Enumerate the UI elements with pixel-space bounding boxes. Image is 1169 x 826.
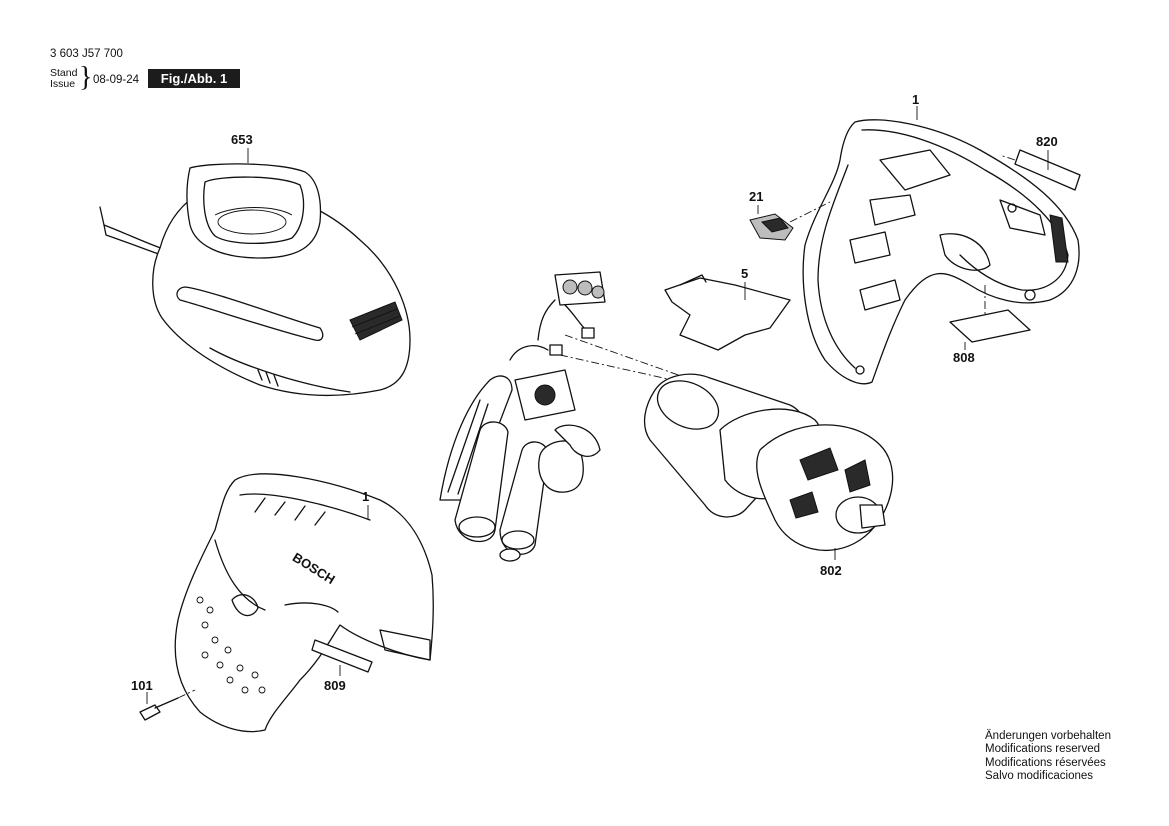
issue-date: 08-09-24 — [93, 74, 140, 86]
stand-issue-labels: Stand Issue — [50, 68, 77, 90]
motor-gear-802 — [643, 373, 894, 560]
charger-653 — [99, 148, 411, 397]
callout-5: 5 — [741, 266, 748, 281]
stand-label: Stand — [50, 67, 78, 79]
callout-808: 808 — [953, 350, 975, 365]
label-820 — [999, 149, 1081, 191]
label-809 — [311, 639, 373, 676]
screw-101 — [139, 689, 196, 721]
housing-shell-left: BOSCH — [174, 473, 434, 733]
figure-badge: Fig./Abb. 1 — [148, 69, 240, 88]
callout-21: 21 — [749, 189, 763, 204]
battery-switch-assembly — [439, 271, 606, 562]
callout-1-left: 1 — [362, 489, 369, 504]
callout-653: 653 — [231, 132, 253, 147]
callout-820: 820 — [1036, 134, 1058, 149]
note-de: Änderungen vorbehalten — [985, 730, 1111, 742]
part-number: 3 603 J57 700 — [50, 48, 123, 60]
callout-809: 809 — [324, 678, 346, 693]
plate-5 — [664, 274, 791, 351]
modification-notes: Änderungen vorbehalten Modifications res… — [985, 730, 1111, 784]
label-808 — [949, 309, 1031, 350]
callout-802: 802 — [820, 563, 842, 578]
issue-label: Issue — [50, 78, 76, 90]
note-en: Modifications reserved — [985, 743, 1101, 756]
callout-101: 101 — [131, 678, 153, 693]
callout-1-right: 1 — [912, 92, 919, 107]
note-fr: Modifications réservées — [985, 756, 1106, 769]
housing-shell-right — [802, 106, 1080, 385]
knob-21 — [749, 201, 831, 241]
brace-glyph: } — [79, 62, 93, 93]
note-es: Salvo modificaciones — [985, 770, 1094, 783]
